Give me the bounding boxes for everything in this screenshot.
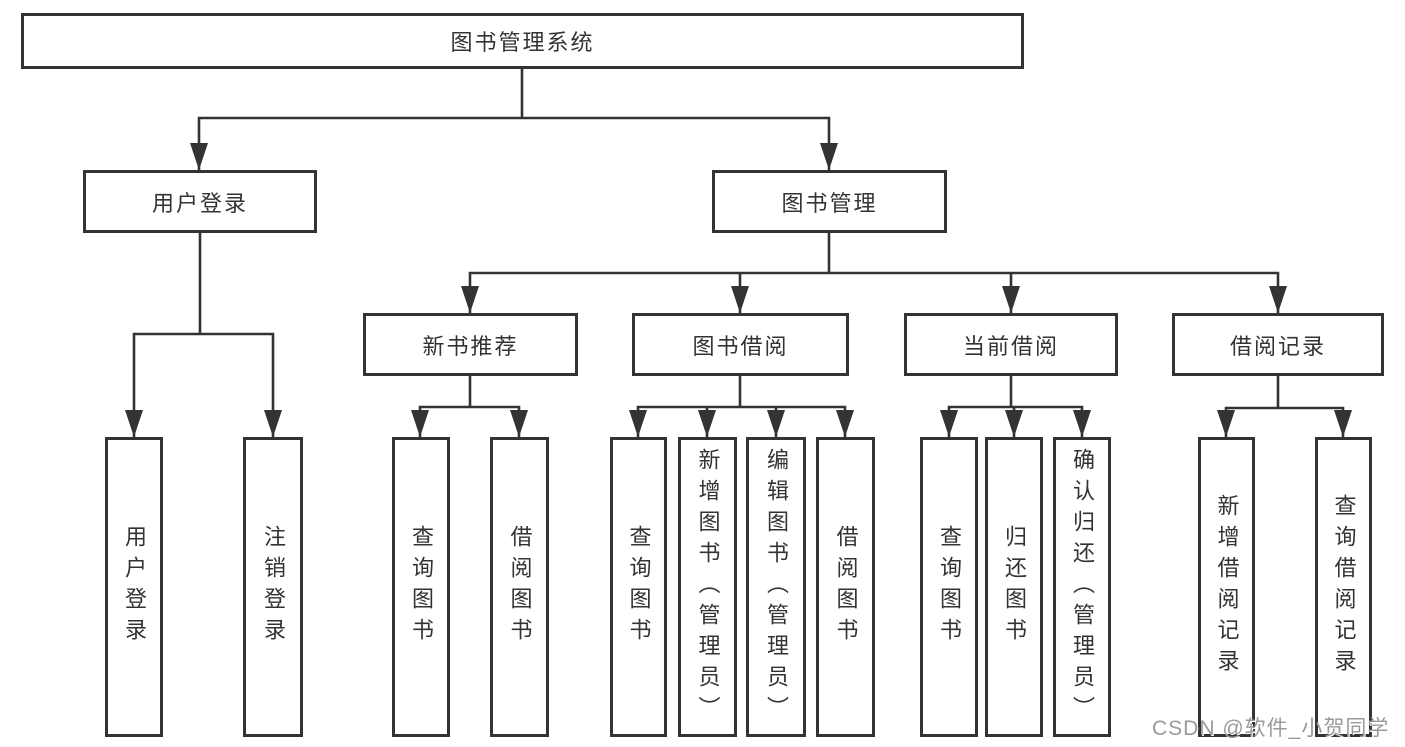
node-root-label: 图书管理系统 [450,30,595,55]
leaf-query-books-3: 查询图书 [920,437,978,737]
node-user-login-label: 用户登录 [151,190,248,216]
leaf-add-borrow-record: 新增借阅记录 [1198,437,1255,737]
leaf-borrow-books-2: 借阅图书 [816,437,875,737]
arrowhead-down-icon [629,410,647,437]
arrowhead-down-icon [1005,410,1023,437]
node-borrowing-records: 借阅记录 [1172,313,1384,376]
leaf-add-books-admin: 新增图书（管理员） [678,437,737,737]
leaf-borrow-books-1-label: 借阅图书 [507,525,533,649]
arrowhead-down-icon [1269,286,1287,313]
arrowhead-down-icon [698,410,716,437]
node-book-management: 图书管理 [712,170,947,233]
leaf-confirm-return-admin: 确认归还（管理员） [1053,437,1111,737]
leaf-query-borrow-record-label: 查询借阅记录 [1331,494,1357,680]
node-book-management-label: 图书管理 [781,190,878,216]
leaf-borrow-books-1: 借阅图书 [490,437,549,737]
node-new-book-recommend-label: 新书推荐 [422,333,519,359]
node-current-borrowing: 当前借阅 [904,313,1118,376]
arrowhead-down-icon [125,410,143,437]
arrowhead-down-icon [1217,410,1235,437]
node-book-borrowing: 图书借阅 [632,313,849,376]
leaf-edit-books-admin-label: 编辑图书（管理员） [764,447,789,727]
node-borrowing-records-label: 借阅记录 [1229,333,1326,359]
leaf-user-login-label: 用户登录 [122,525,147,649]
node-current-borrowing-label: 当前借阅 [962,333,1059,359]
arrowhead-down-icon [767,410,785,437]
leaf-edit-books-admin: 编辑图书（管理员） [746,437,806,737]
leaf-confirm-return-admin-label: 确认归还（管理员） [1070,447,1095,727]
arrowhead-down-icon [820,143,838,170]
arrowhead-down-icon [264,410,282,437]
node-new-book-recommend: 新书推荐 [363,313,578,376]
leaf-query-books-2-label: 查询图书 [626,525,652,649]
arrowhead-down-icon [190,143,208,170]
arrowhead-down-icon [461,286,479,313]
arrowhead-down-icon [1334,410,1352,437]
leaf-add-books-admin-label: 新增图书（管理员） [695,447,721,727]
node-user-login: 用户登录 [83,170,317,233]
leaf-return-books: 归还图书 [985,437,1043,737]
leaf-user-login: 用户登录 [105,437,163,737]
arrowhead-down-icon [731,286,749,313]
arrowhead-down-icon [411,410,429,437]
leaf-query-books-2: 查询图书 [610,437,667,737]
leaf-query-books-1: 查询图书 [392,437,450,737]
arrowhead-down-icon [836,410,854,437]
leaf-add-borrow-record-label: 新增借阅记录 [1214,494,1240,680]
arrowhead-down-icon [510,410,528,437]
node-book-borrowing-label: 图书借阅 [692,333,789,359]
leaf-logout-label: 注销登录 [261,525,286,649]
arrowhead-down-icon [940,410,958,437]
leaf-query-borrow-record: 查询借阅记录 [1315,437,1372,737]
leaf-return-books-label: 归还图书 [1002,525,1027,649]
leaf-logout: 注销登录 [243,437,303,737]
arrowhead-down-icon [1002,286,1020,313]
leaf-query-books-1-label: 查询图书 [409,525,434,649]
leaf-query-books-3-label: 查询图书 [937,525,962,649]
arrowhead-down-icon [1073,410,1091,437]
csdn-watermark: CSDN @软件_小贺同学 [1152,717,1390,740]
node-root: 图书管理系统 [21,13,1024,69]
leaf-borrow-books-2-label: 借阅图书 [833,525,859,649]
